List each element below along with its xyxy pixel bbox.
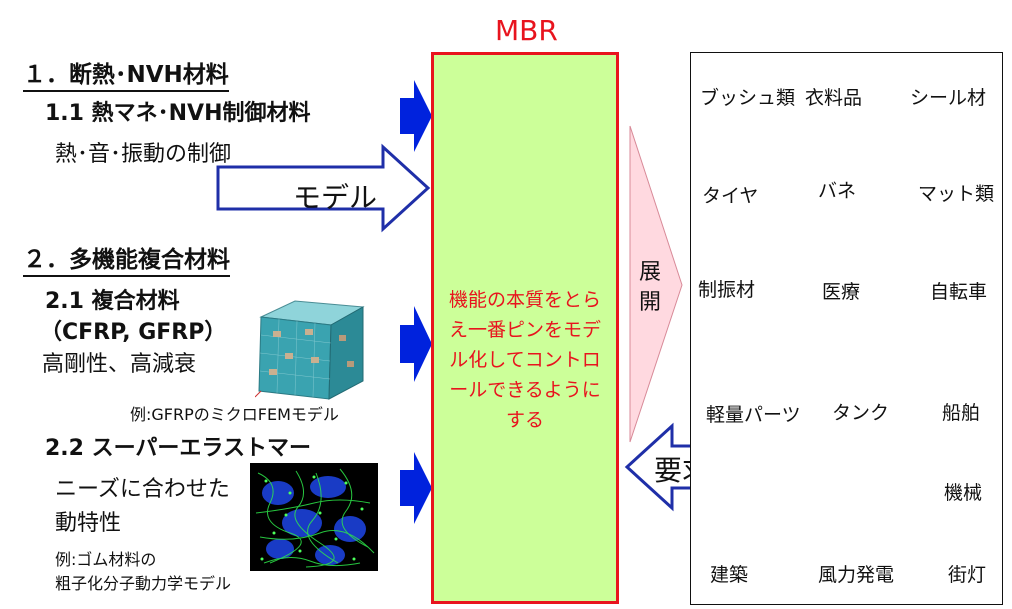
section22-text1: ニーズに合わせた: [55, 477, 230, 502]
applications-box: [690, 52, 1003, 605]
application-item: 医療: [822, 281, 861, 303]
section2-heading: ２．多機能複合材料: [23, 240, 230, 277]
application-item: 建築: [710, 564, 749, 586]
expand-label: 展開: [630, 258, 670, 318]
application-item: 軽量パーツ: [706, 404, 801, 426]
gfrp-fem-cube-image: [255, 300, 365, 400]
section1-heading: １．断熱･NVH材料: [23, 55, 229, 92]
section22-caption2: 粗子化分子動力学モデル: [55, 574, 232, 593]
application-item: 船舶: [942, 402, 981, 424]
application-item: タンク: [832, 402, 890, 424]
section21-text: 高剛性、高減衰: [42, 352, 197, 377]
section21-heading: 2.1 複合材料: [45, 289, 180, 314]
application-item: 街灯: [948, 564, 987, 586]
expand-label-text: 展開: [638, 260, 661, 315]
application-item: バネ: [818, 180, 857, 202]
application-item: 自転車: [930, 281, 988, 303]
section22-heading: 2.2 スーパーエラストマー: [45, 436, 311, 461]
application-item: 制振材: [698, 279, 756, 301]
section11-text: 熱･音･振動の制御: [55, 142, 232, 167]
application-item: マット類: [918, 183, 995, 205]
application-item: シール材: [910, 87, 987, 109]
application-item: タイヤ: [702, 185, 759, 207]
section21-paren: （CFRP, GFRP）: [40, 320, 227, 345]
application-item: 衣料品: [805, 87, 863, 109]
input-arrow-2: [400, 306, 432, 382]
input-arrow-1: [400, 80, 432, 152]
input-arrow-3: [400, 452, 432, 524]
section11-heading: 1.1 熱マネ･NVH制御材料: [45, 101, 311, 126]
mbr-title: MBR: [495, 14, 558, 47]
application-item: 風力発電: [818, 564, 895, 586]
mbr-description: 機能の本質をとらえ一番ピンをモデル化してコントロールできるようにする: [448, 289, 601, 431]
section21-caption: 例:GFRPのミクロFEMモデル: [130, 405, 339, 424]
mbr-box: 機能の本質をとらえ一番ピンをモデル化してコントロールできるようにする: [431, 52, 619, 604]
model-arrow-label: モデル: [293, 181, 378, 214]
section22-text2: 動特性: [55, 511, 122, 536]
application-item: ブッシュ類: [700, 87, 796, 109]
expand-chevron: [629, 125, 683, 443]
rubber-md-model-image: [250, 463, 378, 571]
model-arrow: [216, 143, 431, 233]
section22-caption1: 例:ゴム材料の: [55, 550, 157, 569]
application-item: 機械: [944, 482, 983, 504]
